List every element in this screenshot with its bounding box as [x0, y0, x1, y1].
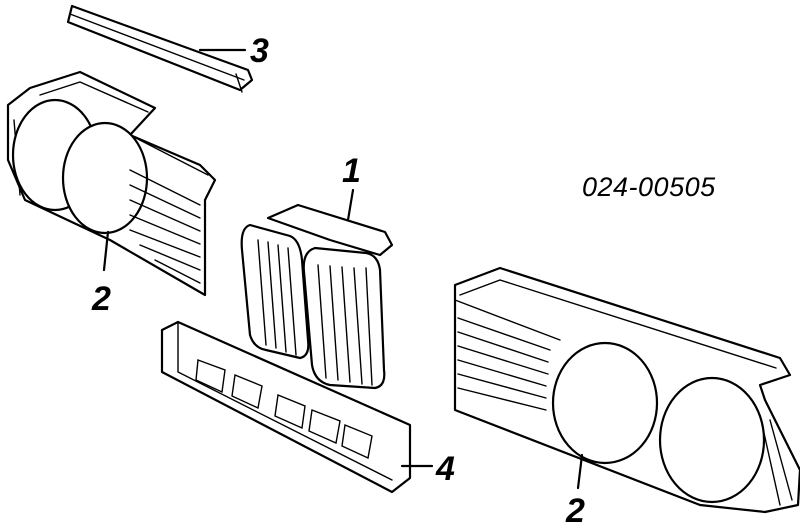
trim-strip-part — [66, 4, 254, 93]
lower-grille-part — [160, 320, 412, 494]
callout-label-3: 3 — [250, 32, 269, 70]
center-grille-part — [240, 203, 394, 390]
headlight-grille-right-part — [453, 266, 800, 514]
callout-label-4: 4 — [435, 450, 455, 488]
part-number: 024-00505 — [582, 172, 716, 202]
callout-label-2-left: 2 — [91, 280, 111, 318]
callout-label-1: 1 — [342, 152, 361, 190]
callout-leader-1 — [346, 188, 355, 222]
callout-label-2-right: 2 — [565, 492, 585, 524]
headlight-grille-left-part — [6, 70, 217, 297]
callout-leader-2-right — [576, 453, 584, 490]
callout-leader-2-left — [102, 230, 110, 272]
